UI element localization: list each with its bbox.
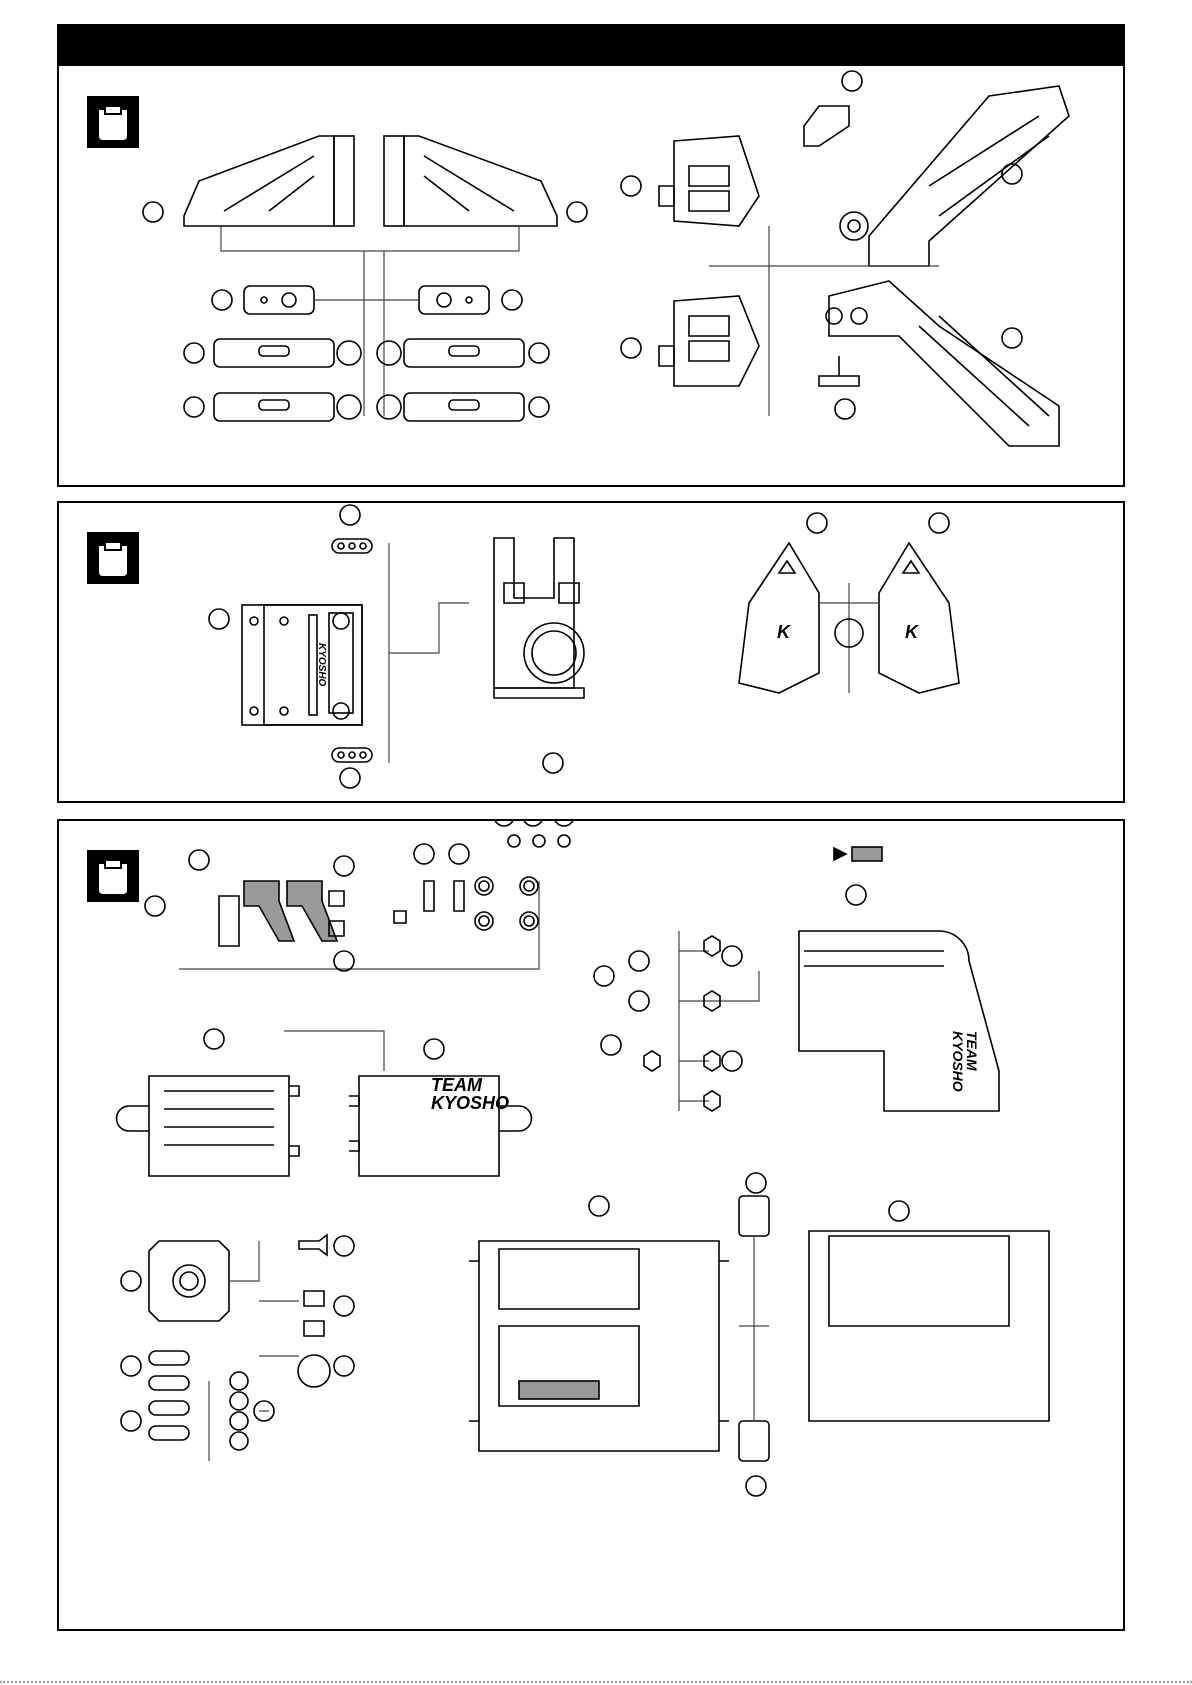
team-kyosho-logo-receiver-cover: TEAM KYOSHO [431, 1076, 509, 1112]
team-kyosho-logo-tank-cover: TEAM KYOSHO [951, 1031, 979, 1092]
parts-tree-panel-1 [57, 24, 1125, 487]
small-parts-and-covers-drawing [59, 821, 1127, 1633]
svg-text:K: K [777, 622, 792, 642]
kyosho-logo-text: KYOSHO [316, 643, 327, 677]
gearbox-bulkhead-parts-drawing: K K [59, 503, 1127, 805]
svg-text:K: K [905, 622, 920, 642]
logo-line-kyosho: KYOSHO [951, 1031, 965, 1092]
parts-tree-panel-3: TEAM KYOSHO TEAM KYOSHO [57, 819, 1125, 1631]
suspension-arm-parts-drawing [59, 26, 1127, 489]
page-bottom-dotted-rule [0, 1681, 1192, 1683]
logo-line-team: TEAM [431, 1076, 509, 1094]
right-pointer-arrow-icon [834, 848, 846, 860]
logo-line-team: TEAM [965, 1031, 979, 1092]
logo-line-kyosho: KYOSHO [431, 1094, 509, 1112]
parts-tree-panel-2: K K KYOSHO [57, 501, 1125, 803]
